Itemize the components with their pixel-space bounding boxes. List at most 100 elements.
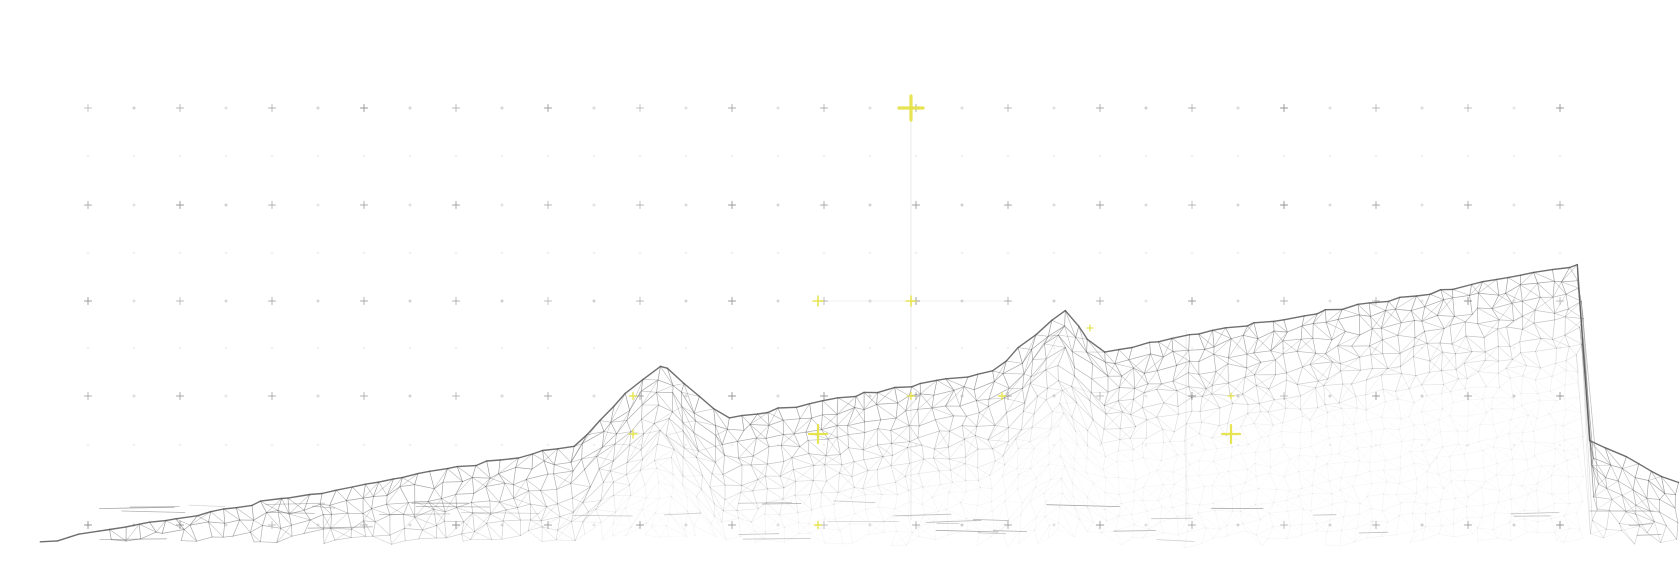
grid-dot — [224, 394, 228, 398]
grid-dot — [684, 203, 688, 207]
plus-marker-icon — [267, 391, 277, 401]
grid-dot — [1052, 443, 1056, 447]
grid-dot — [1328, 203, 1332, 207]
grid-dot — [1328, 299, 1332, 303]
grid-dot — [1512, 394, 1516, 398]
grid-dot — [868, 443, 872, 447]
grid-dot — [500, 346, 504, 350]
plus-marker-icon — [359, 296, 369, 306]
plus-marker-icon — [1371, 103, 1381, 113]
grid-dot — [1328, 394, 1332, 398]
grid-dot — [132, 251, 136, 255]
grid-dot — [546, 443, 550, 447]
grid-dot — [1144, 443, 1148, 447]
grid-dot — [1420, 203, 1424, 207]
grid-dot — [362, 443, 366, 447]
grid-dot — [1512, 106, 1516, 110]
grid-dot — [546, 251, 550, 255]
grid-dot — [914, 154, 918, 158]
plus-marker-accent-icon — [807, 423, 829, 445]
grid-dot — [316, 346, 320, 350]
grid-dot — [868, 346, 872, 350]
plus-marker-icon — [1003, 520, 1013, 530]
plus-marker-icon — [175, 520, 185, 530]
plus-marker-icon — [1555, 391, 1565, 401]
plus-marker-icon — [359, 103, 369, 113]
grid-dot — [1328, 443, 1332, 447]
plus-marker-accent-icon — [628, 429, 638, 439]
grid-dot — [960, 523, 964, 527]
grid-dot — [684, 346, 688, 350]
plus-marker-icon — [451, 103, 461, 113]
plus-marker-icon — [1463, 520, 1473, 530]
plus-marker-icon — [451, 296, 461, 306]
plus-marker-icon — [451, 520, 461, 530]
grid-dot — [592, 443, 596, 447]
grid-dot — [1420, 251, 1424, 255]
grid-dot — [86, 154, 90, 158]
plus-marker-icon — [819, 200, 829, 210]
grid-dot — [1052, 106, 1056, 110]
grid-dot — [638, 346, 642, 350]
plus-marker-icon — [451, 391, 461, 401]
plus-marker-icon — [175, 391, 185, 401]
plus-marker-icon — [543, 103, 553, 113]
grid-dot — [1144, 154, 1148, 158]
grid-dot — [408, 346, 412, 350]
grid-dot — [1420, 154, 1424, 158]
grid-dot — [776, 203, 780, 207]
grid-dot — [868, 394, 872, 398]
grid-dot — [178, 154, 182, 158]
grid-dot — [1144, 523, 1148, 527]
grid-dot — [776, 154, 780, 158]
grid-dot — [1512, 523, 1516, 527]
grid-dot — [454, 154, 458, 158]
grid-dot — [684, 299, 688, 303]
grid-dot — [132, 394, 136, 398]
plus-marker-icon — [1095, 103, 1105, 113]
grid-dot — [730, 251, 734, 255]
grid-dot — [86, 443, 90, 447]
grid-dot — [684, 251, 688, 255]
plus-marker-icon — [1095, 520, 1105, 530]
grid-dot — [1052, 154, 1056, 158]
grid-dot — [1144, 251, 1148, 255]
grid-dot — [960, 106, 964, 110]
plus-marker-icon — [1371, 200, 1381, 210]
grid-dot — [224, 523, 228, 527]
grid-dot — [1328, 154, 1332, 158]
plus-marker-icon — [543, 391, 553, 401]
plus-marker-icon — [83, 200, 93, 210]
plus-marker-icon — [1463, 391, 1473, 401]
grid-dot — [776, 106, 780, 110]
plus-marker-icon — [1187, 520, 1197, 530]
plus-marker-accent-icon — [628, 391, 638, 401]
plus-marker-accent-icon — [1227, 392, 1235, 400]
grid-dot — [178, 251, 182, 255]
plus-marker-icon — [175, 103, 185, 113]
grid-dot — [224, 203, 228, 207]
grid-dot — [1098, 154, 1102, 158]
grid-dot — [546, 346, 550, 350]
grid-dot — [1466, 251, 1470, 255]
grid-dot — [1420, 443, 1424, 447]
grid-dot — [316, 443, 320, 447]
plus-marker-icon — [267, 103, 277, 113]
grid-dot — [1236, 203, 1240, 207]
plus-marker-icon — [1555, 103, 1565, 113]
plus-marker-icon — [83, 520, 93, 530]
grid-dot — [270, 346, 274, 350]
grid-dot — [1282, 251, 1286, 255]
plus-marker-accent-icon — [897, 94, 925, 122]
grid-dot — [500, 154, 504, 158]
grid-dot — [960, 203, 964, 207]
accent-marker-group — [628, 94, 1242, 530]
plus-marker-icon — [819, 391, 829, 401]
grid-dot — [592, 394, 596, 398]
grid-dot — [592, 523, 596, 527]
grid-dot — [86, 251, 90, 255]
grid-dot — [224, 346, 228, 350]
grid-dot — [868, 299, 872, 303]
plus-marker-icon — [1463, 200, 1473, 210]
marker-grid — [83, 103, 1565, 530]
